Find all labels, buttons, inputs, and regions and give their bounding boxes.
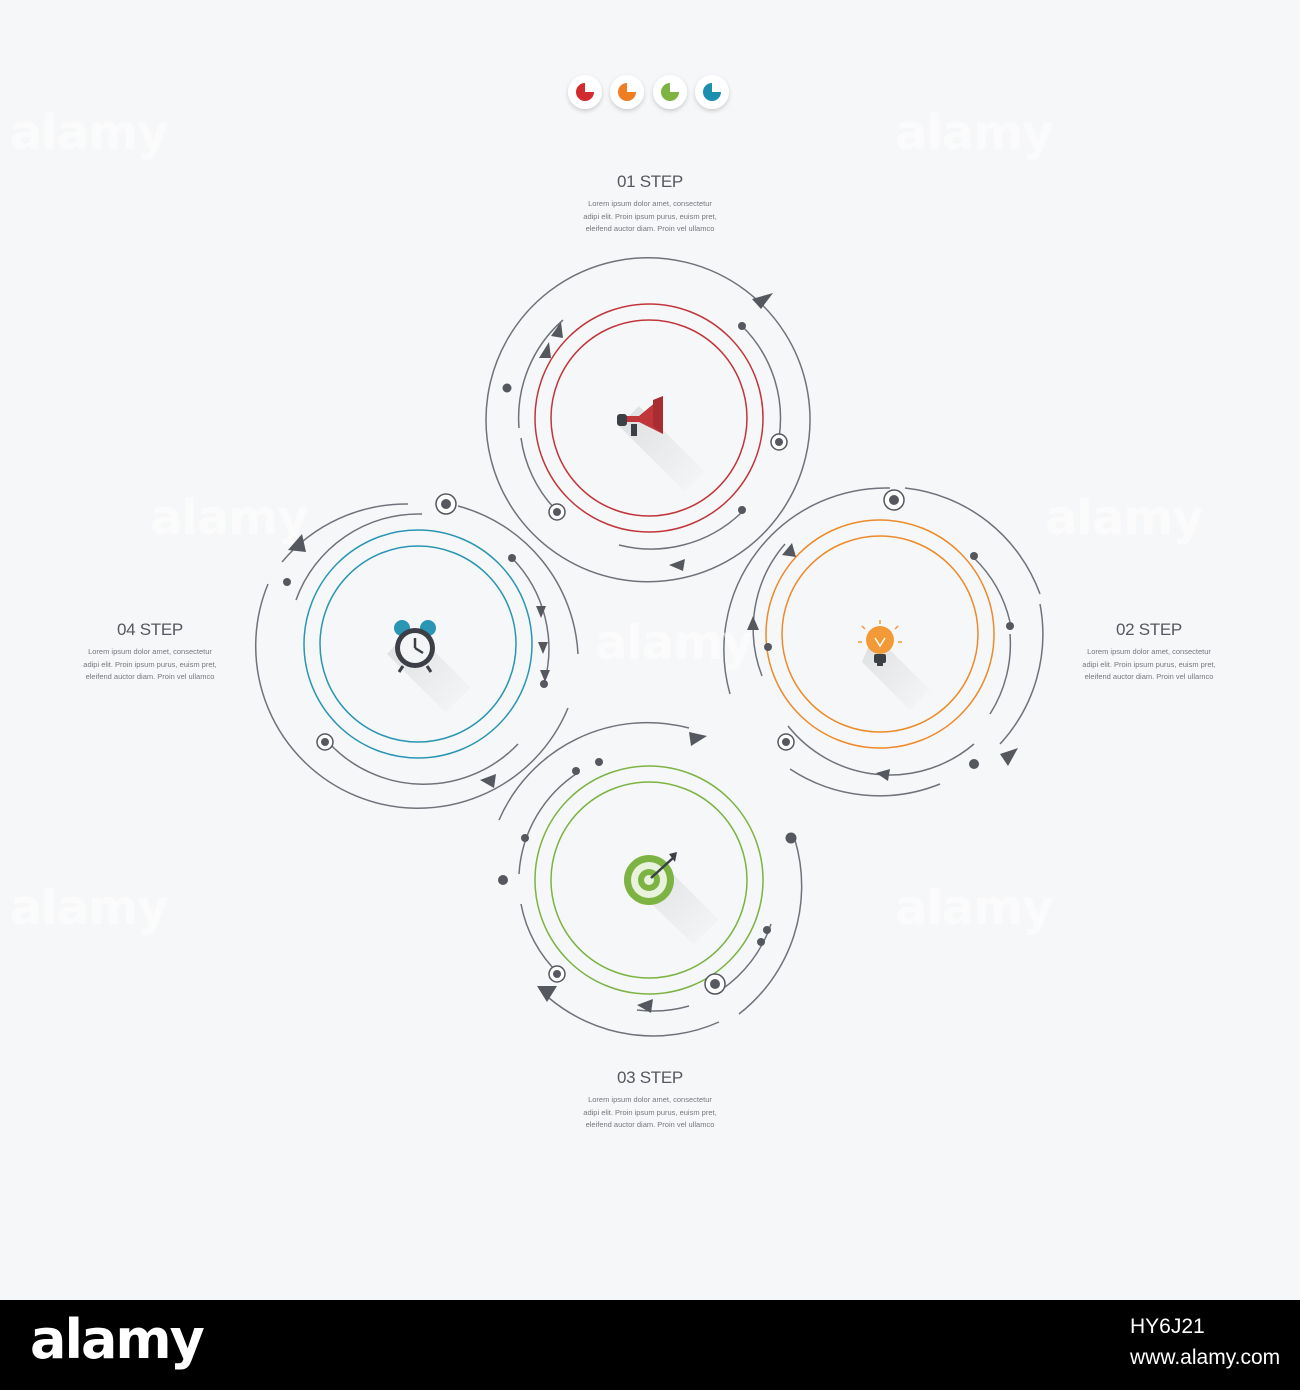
step-1-circle xyxy=(485,257,811,583)
legend-badges xyxy=(568,75,729,109)
step-4-description: Lorem ipsum dolor amet, consectetur xyxy=(88,647,212,656)
step-2-circle xyxy=(723,487,1044,797)
legend-badge-red xyxy=(568,75,602,109)
footer-logo: alamy xyxy=(30,1308,205,1371)
legend-badge-green xyxy=(653,75,687,109)
step-3-description: Lorem ipsum dolor amet, consectetur xyxy=(588,1095,712,1104)
step-1-description: Lorem ipsum dolor amet, consectetur xyxy=(588,199,712,208)
step-1-text: 01 STEP Lorem ipsum dolor amet, consecte… xyxy=(550,172,750,236)
step-3-description: eleifend auctor diam. Proin vel ullamco xyxy=(585,1120,715,1129)
step-2-description: eleifend auctor diam. Proin vel ullamco xyxy=(1084,672,1214,681)
step-1-title: 01 STEP xyxy=(617,172,683,191)
alarm-clock-icon xyxy=(387,620,471,712)
step-3-text: 03 STEP Lorem ipsum dolor amet, consecte… xyxy=(550,1068,750,1132)
step-2-description: adipi elit. Proin ipsum purus, euism pre… xyxy=(1082,659,1216,669)
footer-url: www.alamy.com xyxy=(1130,1346,1281,1369)
step-4-title: 04 STEP xyxy=(117,620,183,639)
target-icon xyxy=(624,852,719,944)
step-cycle-diagram xyxy=(254,75,1044,1037)
legend-badge-blue xyxy=(695,75,729,109)
megaphone-icon xyxy=(617,396,705,492)
step-3-description: adipi elit. Proin ipsum purus, euism pre… xyxy=(583,1107,717,1117)
step-1-description: eleifend auctor diam. Proin vel ullamco xyxy=(585,224,715,233)
step-3-title: 03 STEP xyxy=(617,1068,683,1087)
step-4-text: 04 STEP Lorem ipsum dolor amet, consecte… xyxy=(50,620,250,684)
step-4-description: adipi elit. Proin ipsum purus, euism pre… xyxy=(83,659,217,669)
step-3-circle xyxy=(498,721,803,1037)
step-4-description: eleifend auctor diam. Proin vel ullamco xyxy=(85,672,215,681)
legend-badge-orange xyxy=(610,75,644,109)
footer-image-id: HY6J21 xyxy=(1130,1315,1205,1338)
step-4-circle xyxy=(254,493,579,810)
lightbulb-icon xyxy=(858,620,930,710)
step-2-description: Lorem ipsum dolor amet, consectetur xyxy=(1087,647,1211,656)
footer-bar: alamy HY6J21 www.alamy.com xyxy=(0,1300,1300,1390)
infographic-canvas: alamy alamy alamy alamy alamy alamy alam… xyxy=(50,75,1249,1132)
step-1-description: adipi elit. Proin ipsum purus, euism pre… xyxy=(583,211,717,221)
step-2-title: 02 STEP xyxy=(1116,620,1182,639)
step-2-text: 02 STEP Lorem ipsum dolor amet, consecte… xyxy=(1049,620,1249,684)
